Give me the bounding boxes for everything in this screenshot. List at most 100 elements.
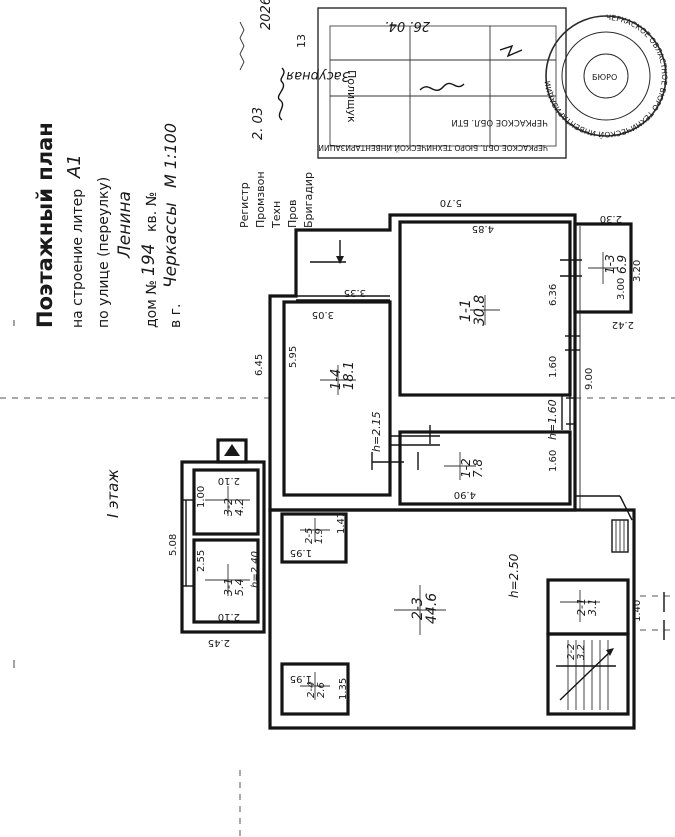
svg-text:2.6: 2.6 — [316, 682, 327, 698]
svg-text:2-2: 2-2 — [566, 644, 577, 660]
dim-1-95b: 1.95 — [290, 673, 312, 684]
svg-text:7.8: 7.8 — [471, 459, 485, 478]
registry-block: Регистр Промзвон Техн Пров Бригадир 2. 0… — [238, 0, 315, 229]
dim-4-85: 4.85 — [472, 223, 494, 234]
height-h4: h=2.40 — [250, 551, 261, 588]
stamp-org-2: ЧЕРКАСКОЕ ОБЛ. БЮРО ТЕХНИЧЕСКОЙ ИНВЕНТАР… — [318, 143, 548, 152]
stamp-tick — [499, 44, 523, 58]
height-labels: h=1.60 h=2.15 h=2.50 h=2.40 — [250, 399, 559, 598]
dim-5-08: 5.08 — [168, 534, 179, 556]
title-litera-value: А1 — [64, 154, 85, 179]
registry-num: 13 — [295, 34, 308, 48]
room-2-3: 2-3 44.6 — [410, 593, 440, 624]
floor-label: I этаж — [104, 469, 122, 518]
dim-1-47: 1.47 — [336, 512, 347, 534]
dim-6-45: 6.45 — [254, 354, 265, 376]
dim-2-10a: 2.10 — [218, 475, 240, 486]
svg-text:1-1: 1-1 — [458, 299, 474, 322]
registry-prov: Пров — [286, 200, 299, 228]
dim-1-40: 1.40 — [632, 600, 643, 622]
registry-date-a: 2. 03 — [251, 107, 266, 140]
svg-text:4.2: 4.2 — [233, 499, 246, 517]
block-two — [268, 508, 675, 730]
title-city-value: Черкассы — [161, 202, 181, 288]
title-city-label: в г. — [168, 303, 184, 328]
title-house-label: дом № — [144, 280, 160, 328]
registry-brig: Бригадир — [302, 172, 315, 228]
dim-9-00: 9.00 — [584, 368, 595, 390]
dim-2-30: 2.30 — [600, 213, 622, 224]
registry-year: 2026 — [259, 0, 274, 30]
svg-text:2-5: 2-5 — [304, 528, 315, 544]
svg-text:1-4: 1-4 — [329, 369, 344, 390]
room-2-2: 2-2 3.2 — [566, 644, 587, 660]
dim-6-36: 6.36 — [548, 284, 559, 306]
plan-title: Поэтажный план — [33, 122, 57, 328]
dim-1-35: 1.35 — [338, 678, 349, 700]
room-2-1: 2-1 3.1 — [575, 598, 599, 616]
svg-text:1-2: 1-2 — [459, 458, 473, 478]
registry-reg: Регистр — [238, 182, 251, 228]
room-1-4: 1-4 18.1 — [329, 361, 357, 390]
svg-text:44.6: 44.6 — [424, 593, 440, 624]
dim-4-90: 4.90 — [454, 489, 476, 500]
registry-tech: Техн — [270, 201, 283, 229]
height-h1: h=1.60 — [546, 399, 559, 440]
stamp-note: Полищук — [345, 70, 358, 123]
dim-1-60a: 1.60 — [548, 356, 559, 378]
svg-text:1.9: 1.9 — [314, 528, 325, 544]
block-three — [180, 438, 266, 634]
dim-2-55: 2.55 — [196, 550, 207, 572]
room-2-5: 2-5 1.9 — [304, 528, 325, 544]
dim-2-10b: 2.10 — [218, 611, 240, 622]
svg-text:3-1: 3-1 — [222, 578, 235, 596]
dim-3-05: 3.05 — [312, 309, 334, 320]
svg-text:3.1: 3.1 — [586, 599, 599, 617]
room-1-2: 1-2 7.8 — [459, 458, 485, 478]
dim-5-95: 5.95 — [288, 346, 299, 368]
title-street-value: Ленина — [115, 191, 135, 259]
svg-text:3-2: 3-2 — [222, 498, 235, 516]
svg-text:3.2: 3.2 — [576, 644, 587, 660]
round-stamp: ЧЕРКАСКОЕ ОБЛАСТНОЕ БЮРО ТЕХНИЧЕСКОЙ ИНВ… — [543, 13, 669, 139]
svg-text:6.9: 6.9 — [615, 255, 629, 274]
title-house-value: 194 — [139, 244, 159, 276]
dim-5-70: 5.70 — [440, 197, 462, 208]
block-one — [268, 213, 633, 521]
svg-text:18.1: 18.1 — [342, 361, 357, 390]
room-2-4: 2-4 2.6 — [306, 682, 327, 698]
title-scale: М 1:100 — [161, 123, 180, 188]
stamp-org: ЧЕРКАСКОЕ ОБЛ. БТИ — [451, 117, 548, 127]
svg-text:1-3: 1-3 — [603, 254, 617, 274]
dim-2-45: 2.45 — [208, 637, 230, 648]
dim-2-42: 2.42 — [612, 319, 634, 330]
height-h2: h=2.15 — [370, 411, 383, 452]
svg-text:2-1: 2-1 — [575, 598, 588, 616]
signature-mark — [277, 67, 285, 121]
dim-1-95a: 1.95 — [290, 547, 312, 558]
height-h3: h=2.50 — [507, 553, 521, 598]
room-3-2: 3-2 4.2 — [222, 498, 246, 516]
dim-1-60b: 1.60 — [548, 450, 559, 472]
svg-text:2-4: 2-4 — [306, 682, 317, 698]
dim-3-35: 3.35 — [344, 287, 366, 298]
room-1-3: 1-3 6.9 — [603, 254, 629, 274]
svg-text:5.4: 5.4 — [233, 579, 246, 597]
title-line-street: по улице (переулку) — [96, 177, 112, 328]
stamp-name: Засурная — [286, 68, 350, 83]
room-1-1: 1-1 30.8 — [458, 295, 488, 326]
svg-text:30.8: 30.8 — [472, 295, 488, 326]
title-flat-label: кв. № — [144, 192, 160, 232]
dim-3-00: 3.00 — [616, 278, 627, 300]
room-labels: 1-1 30.8 1-2 7.8 1-3 6.9 1-4 18.1 2-1 3.… — [222, 254, 629, 698]
stamp-date: 26. 04. — [385, 18, 430, 33]
round-stamp-center: БЮРО — [592, 73, 617, 82]
office-stamp: Засурная Полищук ЧЕРКАСКОЕ ОБЛ. БТИ ЧЕРК… — [286, 7, 567, 159]
room-3-1: 3-1 5.4 — [222, 578, 246, 596]
perforation-mark — [239, 21, 245, 71]
registry-form: Промзвон — [254, 171, 267, 228]
staircase-icon — [556, 640, 616, 710]
stamp-signature — [419, 82, 465, 91]
dimension-labels: 5.70 4.85 2.30 3.20 3.00 2.42 6.36 9.00 … — [168, 197, 643, 700]
